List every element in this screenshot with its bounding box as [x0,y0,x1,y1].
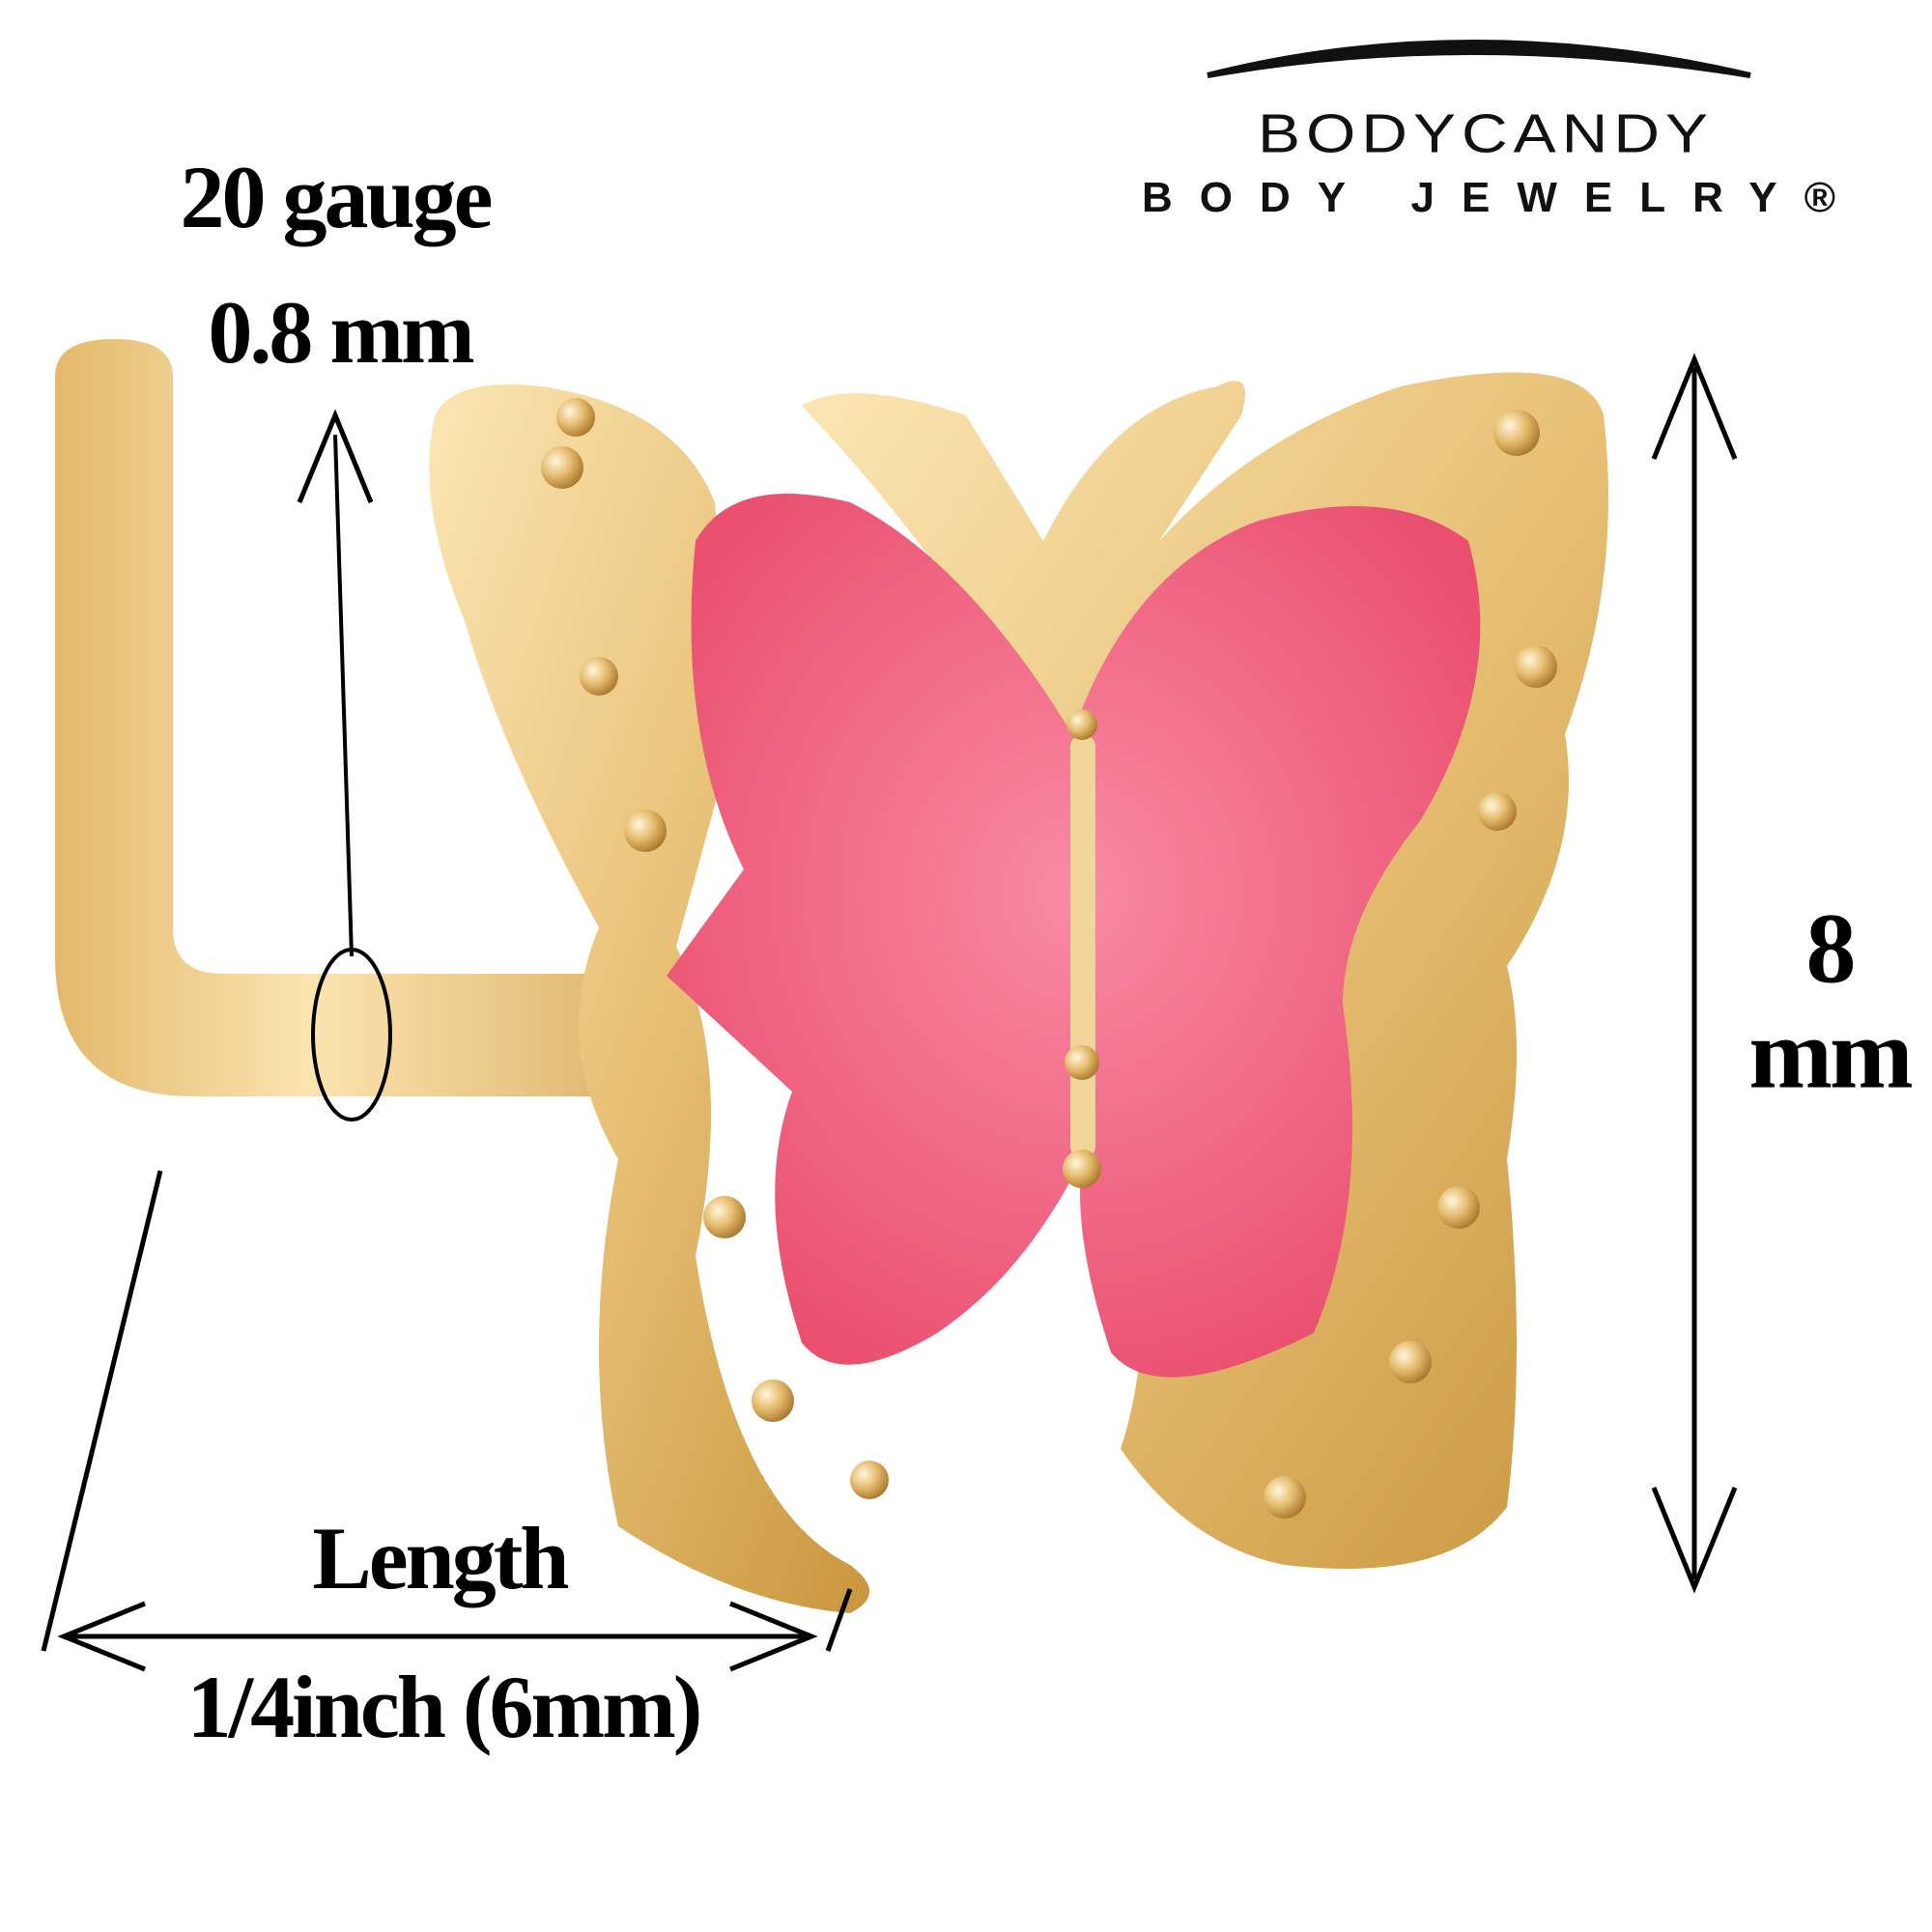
thickness-label: 0.8 mm [208,283,474,382]
gauge-dimension [297,409,392,1122]
height-dimension [1651,353,1738,1594]
length-value: 1/4inch (6mm) [186,1658,703,1756]
brand-logo: BODYCANDY [1257,102,1715,164]
logo-arc [1207,40,1751,78]
length-title: Length [312,1509,569,1607]
height-unit: mm [1748,998,1913,1110]
gauge-label: 20 gauge [180,148,494,246]
length-dimension [41,1170,853,1672]
brand-tagline: BODY JEWELRY® [1141,174,1863,221]
butterfly-charm [429,372,1608,1613]
height-value: 8 [1805,893,1857,1005]
